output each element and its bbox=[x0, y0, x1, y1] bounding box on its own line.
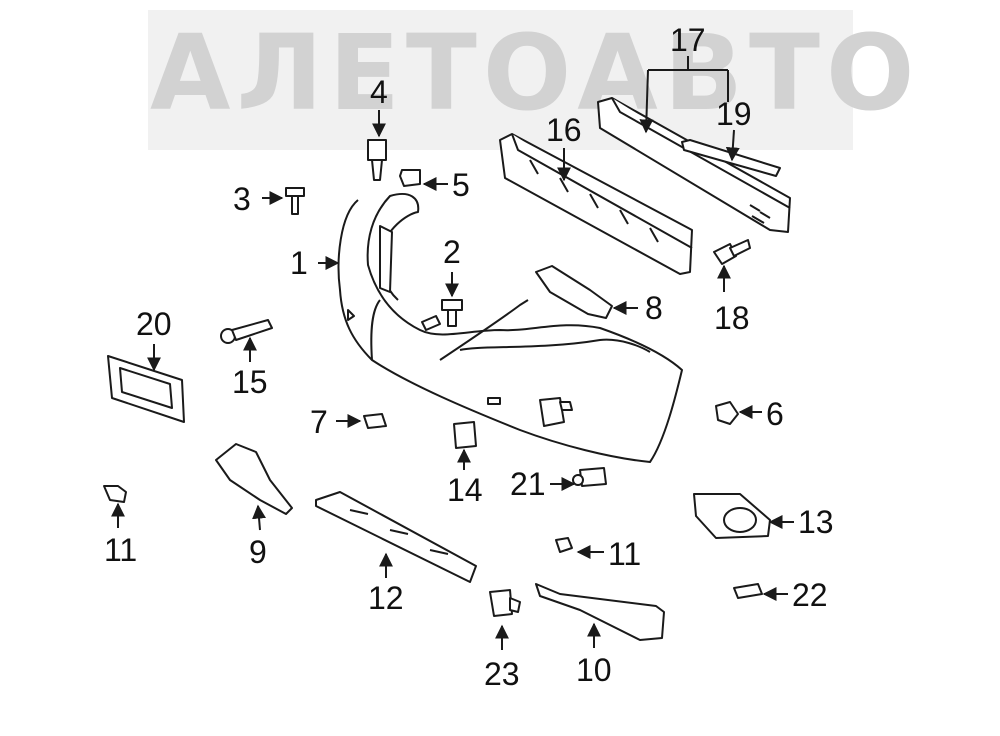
push-clip-part bbox=[367, 139, 387, 181]
callout-18: 18 bbox=[714, 300, 750, 336]
watermark-logo: АЛЕТОАВТО bbox=[150, 12, 921, 134]
retainer-part bbox=[399, 169, 421, 187]
left-clip-part bbox=[103, 485, 127, 503]
bumper-side-bracket-part bbox=[535, 265, 613, 319]
leader-9 bbox=[252, 504, 267, 531]
callout-22: 22 bbox=[792, 577, 828, 613]
callout-15: 15 bbox=[232, 364, 268, 400]
cover-cap-part bbox=[453, 421, 477, 449]
bolt-part bbox=[713, 239, 751, 265]
retainer-clip-part bbox=[715, 401, 739, 425]
lower-cover-part bbox=[315, 491, 477, 583]
callout-8: 8 bbox=[645, 290, 663, 326]
callout-23: 23 bbox=[484, 656, 520, 692]
callout-1: 1 bbox=[290, 245, 308, 281]
callout-4: 4 bbox=[370, 74, 388, 110]
callout-9: 9 bbox=[249, 534, 267, 570]
screw-part bbox=[285, 187, 305, 215]
callout-20: 20 bbox=[136, 306, 172, 342]
wire-bracket-part bbox=[220, 319, 273, 344]
right-clip-part bbox=[555, 537, 573, 553]
watermark-background bbox=[148, 10, 853, 150]
callout-14: 14 bbox=[447, 472, 483, 508]
lower-spoiler-part bbox=[535, 583, 665, 641]
callout-2: 2 bbox=[443, 234, 461, 270]
callout-16: 16 bbox=[546, 112, 582, 148]
callout-7: 7 bbox=[310, 404, 328, 440]
leader-17-left bbox=[639, 69, 654, 134]
callout-6: 6 bbox=[766, 396, 784, 432]
callout-5: 5 bbox=[452, 167, 470, 203]
energy-absorber-part bbox=[499, 133, 693, 275]
license-plate-bracket-part bbox=[107, 355, 185, 423]
leader-19 bbox=[725, 129, 740, 162]
clip-part bbox=[363, 413, 387, 429]
callout-17: 17 bbox=[670, 22, 706, 58]
cover-plate-part bbox=[733, 583, 763, 599]
side-support-part bbox=[215, 443, 293, 515]
fog-lamp-socket-part bbox=[489, 589, 521, 617]
fog-lamp-bezel-part bbox=[693, 493, 771, 539]
fastener-part bbox=[441, 299, 463, 327]
callout-11-left: 11 bbox=[104, 532, 138, 568]
callout-10: 10 bbox=[576, 652, 612, 688]
callout-13: 13 bbox=[798, 504, 834, 540]
bumper-cover-part bbox=[337, 193, 683, 463]
callout-21: 21 bbox=[510, 466, 546, 502]
callout-11-right: 11 bbox=[608, 536, 642, 572]
sensor-part bbox=[572, 467, 607, 487]
callout-12: 12 bbox=[368, 580, 404, 616]
callout-19: 19 bbox=[716, 96, 752, 132]
callout-3: 3 bbox=[233, 181, 251, 217]
